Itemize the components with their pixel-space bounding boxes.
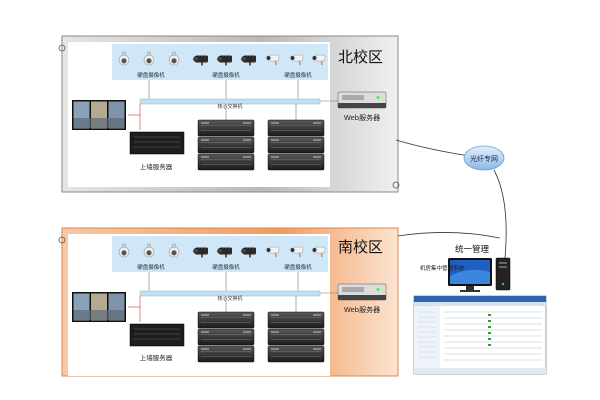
south-storage-server-icon bbox=[267, 328, 325, 346]
south-switch-bar bbox=[139, 290, 321, 297]
north-switch-label: 核心交换机 bbox=[217, 103, 242, 110]
north-storage-server-icon bbox=[197, 136, 255, 154]
north-camera-group-label: 硬盘摄像机 bbox=[212, 71, 240, 79]
south-camera-group-label: 硬盘摄像机 bbox=[137, 263, 165, 271]
south-video-wall-icon bbox=[72, 292, 126, 322]
management-pc-tower-icon bbox=[495, 257, 511, 291]
south-web-server-label: Web服务器 bbox=[344, 305, 380, 314]
management-software-screenshot bbox=[413, 295, 547, 375]
north-to-cloud-link bbox=[395, 139, 471, 157]
south-storage-server-icon bbox=[197, 345, 255, 363]
south-camera-group-label: 硬盘摄像机 bbox=[212, 263, 240, 271]
south-to-management-link bbox=[397, 232, 501, 239]
north-camera-group-label: 硬盘摄像机 bbox=[284, 71, 312, 79]
north-switch-bar bbox=[139, 98, 321, 105]
south-storage-server-icon bbox=[197, 311, 255, 329]
south-wall-server-label: 上墙服务器 bbox=[140, 353, 173, 362]
south-campus-title: 南校区 bbox=[338, 238, 383, 256]
south-switch-label: 核心交换机 bbox=[217, 295, 242, 302]
south-storage-server-icon bbox=[267, 311, 325, 329]
north-storage-server-icon bbox=[267, 119, 325, 137]
north-web-server-label: Web服务器 bbox=[344, 113, 380, 122]
south-camera-group-label: 硬盘摄像机 bbox=[284, 263, 312, 271]
north-storage-server-icon bbox=[197, 119, 255, 137]
north-storage-server-icon bbox=[267, 136, 325, 154]
north-campus-title: 北校区 bbox=[338, 48, 383, 66]
north-video-wall-icon bbox=[72, 100, 126, 130]
north-storage-server-icon bbox=[267, 153, 325, 171]
north-camera-group-label: 硬盘摄像机 bbox=[137, 71, 165, 79]
north-wall-server-label: 上墙服务器 bbox=[140, 162, 173, 171]
management-monitor-icon bbox=[448, 258, 492, 292]
fiber-network-label: 光纤专网 bbox=[470, 154, 498, 163]
management-client-label: 机房集中管理系统 bbox=[420, 264, 465, 272]
south-storage-server-icon bbox=[197, 328, 255, 346]
cloud-to-management-link bbox=[493, 169, 507, 259]
management-title: 统一管理 bbox=[455, 244, 490, 255]
south-storage-server-icon bbox=[267, 345, 325, 363]
north-storage-server-icon bbox=[197, 153, 255, 171]
north-web-server-icon bbox=[337, 91, 387, 109]
north-wall-server-icon bbox=[129, 131, 185, 155]
fiber-network-cloud-icon bbox=[463, 145, 505, 171]
south-wall-server-icon bbox=[129, 323, 185, 347]
south-web-server-icon bbox=[337, 283, 387, 301]
